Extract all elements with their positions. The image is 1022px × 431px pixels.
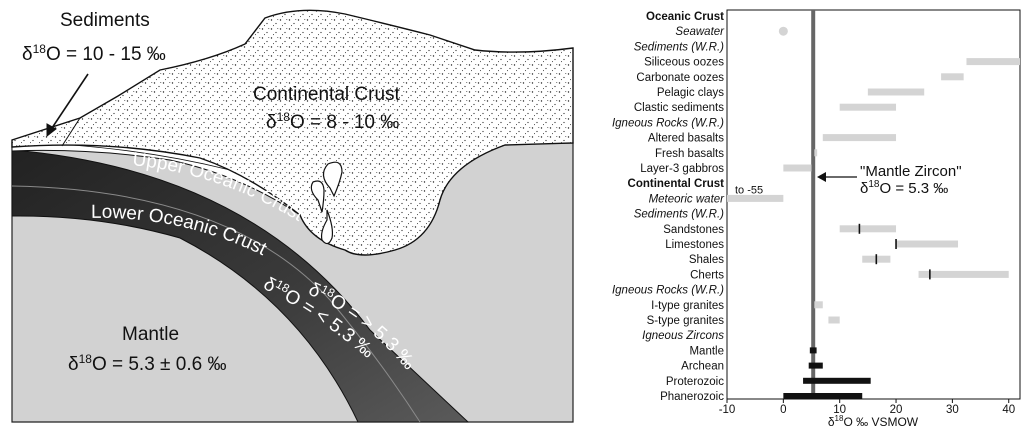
bar-sandstones bbox=[840, 225, 896, 232]
bar-fresh-basalts bbox=[814, 149, 817, 156]
row-label-siliceous-oozes: Siliceous oozes bbox=[644, 57, 724, 69]
row-label-sediments-w-r: Sediments (W.R.) bbox=[634, 41, 724, 53]
row-label-meteoric-water: Meteoric water bbox=[649, 193, 726, 205]
sediments-label: Sediments bbox=[60, 10, 150, 31]
row-label-continental-crust: Continental Crust bbox=[628, 178, 725, 190]
row-label-archean: Archean bbox=[681, 361, 724, 373]
row-label-layer-3-gabbros: Layer-3 gabbros bbox=[640, 163, 724, 175]
mantle-zircon-annotation: "Mantle Zircon" δ18O = 5.3 ‰ bbox=[817, 163, 962, 197]
row-label-clastic-sediments: Clastic sediments bbox=[634, 102, 724, 114]
row-label-i-type-granites: I-type granites bbox=[651, 300, 724, 312]
x-tick-label: 40 bbox=[1002, 404, 1015, 416]
point-seawater bbox=[779, 27, 788, 36]
x-tick-label: 0 bbox=[780, 404, 786, 416]
row-label-seawater: Seawater bbox=[675, 26, 725, 38]
row-label-cherts: Cherts bbox=[690, 269, 724, 281]
bar-layer-3-gabbros bbox=[783, 165, 811, 172]
note-meteoric-water: to -55 bbox=[735, 184, 763, 196]
row-label-oceanic-crust: Oceanic Crust bbox=[646, 11, 724, 23]
bar-i-type-granites bbox=[814, 301, 822, 308]
bar-mantle bbox=[810, 347, 817, 353]
x-tick-label: 30 bbox=[946, 404, 959, 416]
cross-section: Sediments δ18O = 10 - 15 ‰ Continental C… bbox=[12, 10, 573, 422]
bar-proterozoic bbox=[803, 378, 871, 384]
row-label-phanerozoic: Phanerozoic bbox=[660, 391, 724, 403]
sediments-formula: δ18O = 10 - 15 ‰ bbox=[22, 42, 166, 65]
row-label-shales: Shales bbox=[689, 254, 724, 266]
row-label-proterozoic: Proterozoic bbox=[666, 376, 724, 388]
row-label-carbonate-oozes: Carbonate oozes bbox=[636, 72, 724, 84]
bar-limestones bbox=[896, 241, 958, 248]
row-label-sediments-w-r: Sediments (W.R.) bbox=[634, 209, 724, 221]
mantle-label: Mantle bbox=[122, 324, 179, 345]
mantle-zircon-formula: δ18O = 5.3 ‰ bbox=[860, 179, 948, 197]
chart-bars: to -55 bbox=[727, 10, 1020, 399]
row-label-fresh-basalts: Fresh basalts bbox=[655, 148, 724, 160]
row-label-limestones: Limestones bbox=[665, 239, 724, 251]
bar-cherts bbox=[919, 271, 1009, 278]
bar-clastic-sediments bbox=[840, 104, 896, 111]
row-label-mantle: Mantle bbox=[689, 345, 724, 357]
row-label-igneous-rocks-w-r: Igneous Rocks (W.R.) bbox=[612, 117, 724, 129]
row-label-igneous-zircons: Igneous Zircons bbox=[642, 330, 724, 342]
row-label-altered-basalts: Altered basalts bbox=[648, 133, 724, 145]
bar-siliceous-oozes bbox=[966, 58, 1020, 65]
bar-carbonate-oozes bbox=[941, 73, 964, 80]
bar-archean bbox=[809, 363, 823, 369]
mantle-formula: δ18O = 5.3 ± 0.6 ‰ bbox=[68, 352, 226, 375]
x-axis-label: δ18O ‰ VSMOW bbox=[828, 414, 919, 429]
row-label-s-type-granites: S-type granites bbox=[647, 315, 725, 327]
mantle-zircon-label: "Mantle Zircon" bbox=[860, 163, 962, 180]
continental-crust-label: Continental Crust bbox=[253, 84, 401, 105]
x-tick-label: -10 bbox=[719, 404, 736, 416]
bar-altered-basalts bbox=[823, 134, 896, 141]
row-label-pelagic-clays: Pelagic clays bbox=[657, 87, 724, 99]
mantle-zircon-arrowhead bbox=[817, 172, 826, 182]
plot-frame bbox=[727, 10, 1020, 399]
row-label-igneous-rocks-w-r: Igneous Rocks (W.R.) bbox=[612, 285, 724, 297]
bar-s-type-granites bbox=[828, 317, 839, 324]
bar-phanerozoic bbox=[783, 393, 862, 399]
bar-pelagic-clays bbox=[868, 89, 924, 96]
row-label-sandstones: Sandstones bbox=[663, 224, 724, 236]
